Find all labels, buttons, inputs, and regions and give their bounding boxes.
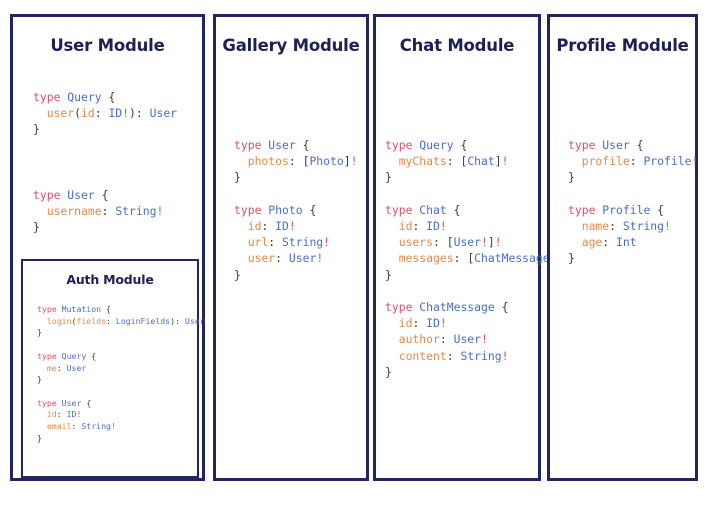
panel-gallery-module[interactable]: Gallery Module type User { photos: [Phot…	[213, 14, 369, 481]
panel-title-user-module: User Module	[50, 36, 165, 55]
panel-title-chat-module: Chat Module	[399, 36, 515, 55]
panel-user-module[interactable]: User Module type Query { user(id: ID!): …	[10, 14, 205, 481]
schema-block-chat: type Query { myChats: [Chat]! } type Cha…	[385, 138, 563, 379]
schema-block-profile: type User { profile: Profile! } type Pro…	[568, 138, 699, 266]
schema-block-user-type: type User { username: String! }	[33, 188, 164, 235]
panel-title-auth-module: Auth Module	[66, 272, 154, 287]
panel-auth-module[interactable]: Auth Module type Mutation { login(fields…	[21, 259, 205, 478]
panel-chat-module[interactable]: Chat Module type Query { myChats: [Chat]…	[373, 14, 563, 481]
panel-title-profile-module: Profile Module	[556, 36, 689, 55]
schema-block-user-query: type Query { user(id: ID!): User }	[33, 90, 178, 137]
panel-title-gallery-module: Gallery Module	[222, 36, 360, 55]
schema-block-gallery: type User { photos: [Photo]! } type Phot…	[234, 138, 358, 282]
panel-profile-module[interactable]: Profile Module type User { profile: Prof…	[547, 14, 698, 481]
schema-block-auth: type Mutation { login(fields: LoginField…	[37, 304, 205, 443]
